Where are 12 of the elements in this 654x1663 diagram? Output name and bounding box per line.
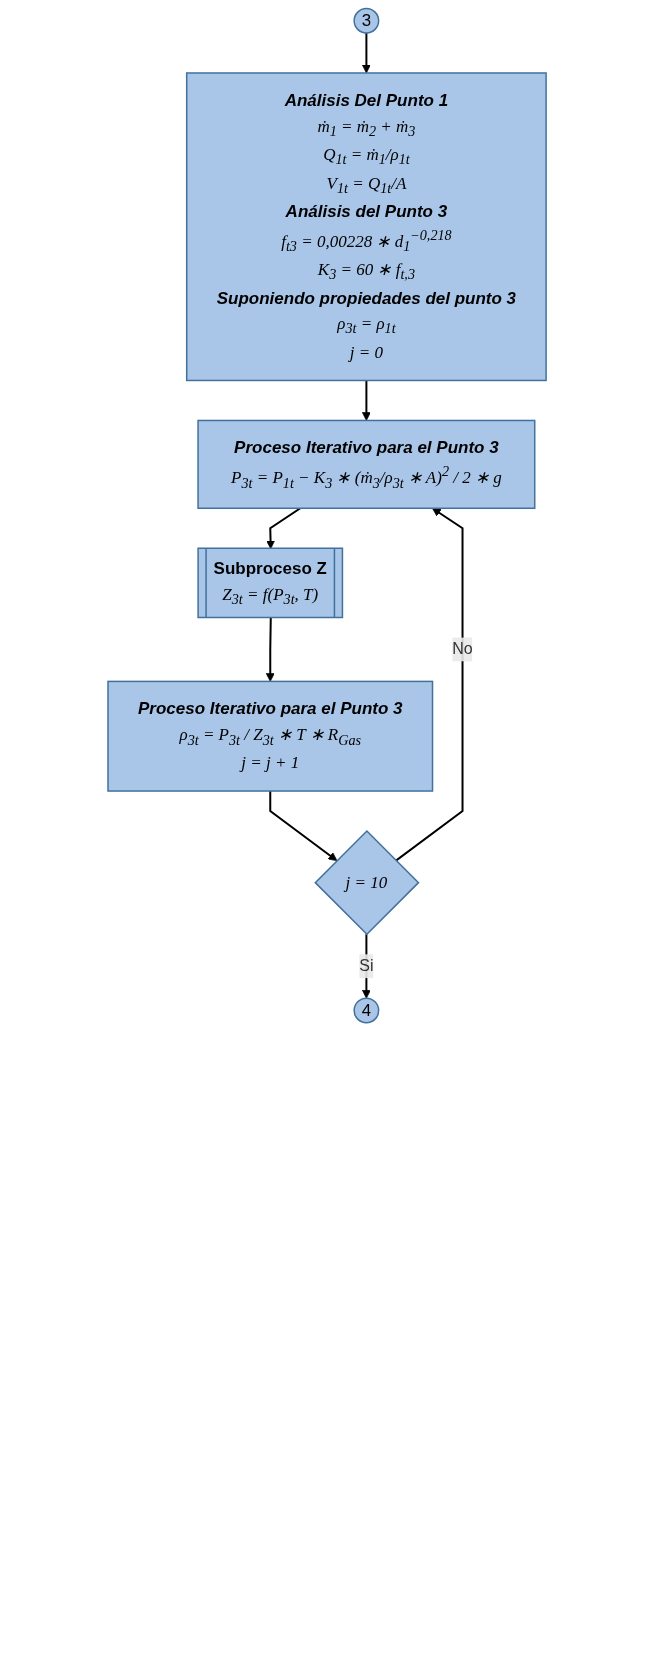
edge-label: Si — [359, 957, 374, 975]
node-circle: 3 — [353, 7, 380, 34]
arrow — [269, 790, 338, 861]
arrow — [361, 379, 371, 421]
arrow — [394, 507, 464, 862]
node-circle: 4 — [353, 997, 380, 1024]
edge-label: No — [452, 640, 473, 658]
node-diamond: j = 10 — [314, 829, 420, 936]
node-box: Proceso Iterativo para el Punto 3 P$_{3t}$ = P$_{1t}$ − K$_{3}$ ∗ (ṁ$_{3}$/ρ$_{3t}$ ∗ A)$^{2}$ / 2 ∗ g — [197, 419, 536, 509]
node-box: Proceso Iterativo para el Punto 3 ρ$_{3t}$ = P$_{3t}$ / Z$_{3t}$ ∗ T ∗ R$_{Gas}$ j = j + 1 — [107, 680, 434, 792]
arrow — [361, 31, 371, 74]
arrow — [361, 933, 371, 999]
